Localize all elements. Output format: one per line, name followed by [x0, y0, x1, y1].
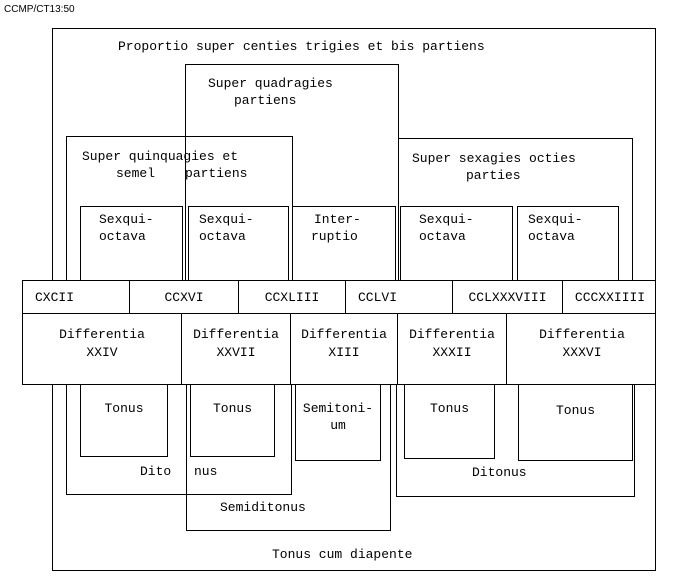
upper-box: Sexqui-octava — [80, 206, 183, 286]
ditonus-right-label: Ditonus — [472, 465, 527, 480]
numbers-row: CXCII CCXVI CCXLIII CCLVI CCLXXXVIII CCC… — [22, 280, 656, 315]
number-cell: CCCXXIIII — [574, 290, 646, 305]
lower-box: Tonus — [404, 384, 495, 459]
number-cell: CCLVI — [346, 281, 453, 314]
lower-box: Semitoni-um — [295, 384, 381, 461]
upper-box: Sexqui-octava — [517, 206, 619, 286]
number-cell: CCXVI — [130, 281, 239, 314]
outer-bottom-label: Tonus cum diapente — [272, 547, 413, 562]
lower-box: Tonus — [190, 384, 275, 457]
outer-title: Proportio super centies trigies et bis p… — [118, 39, 485, 54]
lower-box: Tonus — [518, 384, 633, 461]
upper-box: Sexqui-octava — [188, 206, 289, 286]
semiditonus-label: Semiditonus — [220, 500, 306, 515]
upper-box: Sexqui-octava — [400, 206, 513, 286]
upper-box: Inter-ruptio — [292, 206, 396, 286]
ditonus-left-label-b: nus — [194, 464, 218, 479]
number-cell: CXCII — [23, 281, 130, 314]
ditonus-left-label-a: Dito — [140, 464, 172, 479]
page-header: CCMP/CT13:50 — [4, 4, 75, 15]
lower-box: Tonus — [80, 384, 168, 457]
number-cell: CCLXXXVIII — [453, 281, 563, 314]
number-cell: CCXLIII — [239, 281, 346, 314]
